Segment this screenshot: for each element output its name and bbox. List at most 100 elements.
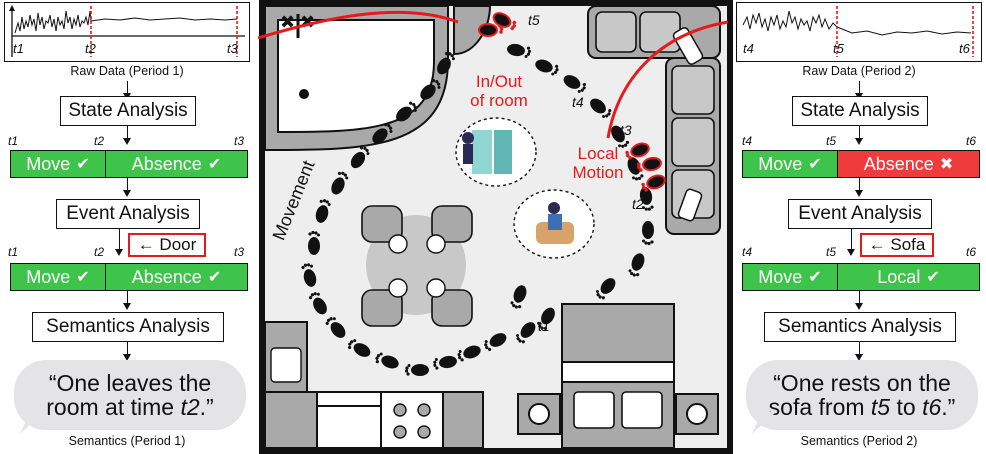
- room-t2-label: t2: [632, 196, 644, 212]
- raw-data-caption: Raw Data (Period 2): [802, 64, 916, 78]
- event-timeline-bar: Move ✔ Local ✔: [742, 263, 980, 291]
- flow-arrow: [854, 342, 863, 361]
- room-floor-plan: ✖ ✖: [258, 0, 734, 454]
- signal-t3-label: t3: [227, 41, 238, 56]
- event-door-note: ← Door: [128, 233, 206, 257]
- semantics-caption: Semantics (Period 1): [68, 434, 186, 448]
- signal-plot: [742, 6, 974, 57]
- bubble-text: room at time: [46, 394, 181, 420]
- bubble-line-2: sofa from t5 to t6.”: [769, 395, 956, 419]
- segment-label: Absence: [863, 153, 934, 174]
- check-icon: ✔: [207, 269, 222, 286]
- state-timeline-bar: Move ✔ Absence ✖: [742, 150, 980, 178]
- semantics-speech-bubble: “One leaves the room at time t2.”: [14, 360, 246, 430]
- state-t5-label: t5: [826, 134, 837, 148]
- check-icon: ✔: [207, 156, 222, 173]
- state-t4-label: t4: [742, 134, 753, 148]
- svg-text:✖: ✖: [280, 12, 295, 32]
- semantics-analysis-box: Semantics Analysis: [32, 312, 224, 342]
- check-icon: ✔: [76, 156, 90, 173]
- bubble-line-1: “One leaves the: [48, 370, 212, 396]
- signal-t6-label: t6: [959, 41, 970, 56]
- room-t1-label: t1: [538, 318, 550, 334]
- signal-t5-label: t5: [833, 41, 844, 56]
- bubble-line-1: “One rests on the: [773, 370, 951, 396]
- bubble-time: t5: [870, 394, 891, 420]
- bubble-tail: [752, 412, 776, 434]
- flow-arrow: [122, 342, 131, 361]
- signal-t1-label: t1: [13, 41, 24, 56]
- floor-plan-drawing: ✖ ✖: [258, 0, 733, 454]
- flow-arrow: [122, 126, 131, 145]
- label-line: of room: [470, 91, 528, 110]
- flow-arrow: [122, 81, 131, 100]
- state-analysis-box: State Analysis: [792, 96, 928, 126]
- segment-label: Absence: [131, 266, 202, 287]
- check-icon: ✔: [926, 269, 940, 286]
- check-icon: ✔: [808, 156, 822, 173]
- check-icon: ✔: [76, 269, 90, 286]
- raw-data-caption: Raw Data (Period 1): [70, 64, 184, 78]
- flow-arrow: [122, 291, 131, 310]
- check-icon: ✔: [808, 269, 822, 286]
- room-t5-label: t5: [528, 12, 540, 28]
- flow-arrow: [854, 291, 863, 310]
- bubble-line-2: room at time t2.”: [46, 395, 213, 419]
- cross-icon: ✖: [939, 156, 954, 173]
- bubble-text: .”: [941, 394, 956, 420]
- raw-signal-period-1: t1 t2 t3: [4, 2, 250, 62]
- segment-absence: Absence ✔: [105, 151, 247, 177]
- event-t5-label: t5: [826, 245, 837, 259]
- event-sofa-note: ← Sofa: [860, 233, 934, 257]
- event-t1-label: t1: [8, 245, 19, 259]
- room-t4-label: t4: [572, 94, 584, 110]
- flow-arrow: [854, 81, 863, 100]
- segment-absence: Absence ✖: [837, 151, 979, 177]
- bubble-time: t2: [180, 394, 200, 420]
- segment-local: Local ✔: [837, 264, 979, 290]
- event-timeline-bar: Move ✔ Absence ✔: [10, 263, 248, 291]
- segment-label: Move: [26, 266, 71, 287]
- flow-arrow: [846, 229, 855, 256]
- bubble-text: .”: [199, 394, 214, 420]
- state-t1-label: t1: [8, 134, 19, 148]
- signal-t2-label: t2: [85, 41, 96, 56]
- state-t6-label: t6: [966, 134, 977, 148]
- segment-absence: Absence ✔: [105, 264, 247, 290]
- label-line: In/Out: [475, 72, 523, 91]
- state-t2-label: t2: [94, 134, 105, 148]
- flow-arrow: [854, 178, 863, 197]
- bubble-text: sofa from: [768, 394, 871, 420]
- segment-move: Move ✔: [743, 264, 837, 290]
- semantics-caption: Semantics (Period 2): [800, 434, 918, 448]
- signal-t4-label: t4: [743, 41, 754, 56]
- flow-arrow: [114, 229, 123, 256]
- segment-label: Move: [758, 266, 803, 287]
- state-timeline-bar: Move ✔ Absence ✔: [10, 150, 248, 178]
- segment-label: Local: [877, 266, 921, 287]
- segment-label: Absence: [131, 153, 202, 174]
- semantics-analysis-box: Semantics Analysis: [764, 312, 956, 342]
- state-analysis-box: State Analysis: [60, 96, 196, 126]
- segment-move: Move ✔: [11, 264, 105, 290]
- bubble-tail: [20, 412, 44, 434]
- segment-move: Move ✔: [743, 151, 837, 177]
- room-t3-label: t3: [620, 122, 632, 138]
- flow-arrow: [122, 178, 131, 197]
- segment-move: Move ✔: [11, 151, 105, 177]
- bubble-time: t6: [922, 394, 942, 420]
- raw-signal-period-2: t4 t5 t6: [736, 2, 982, 62]
- event-t6-label: t6: [966, 245, 977, 259]
- label-line: Motion: [572, 163, 624, 182]
- event-analysis-box: Event Analysis: [788, 199, 932, 229]
- semantics-speech-bubble: “One rests on the sofa from t5 to t6.”: [746, 360, 978, 430]
- segment-label: Move: [758, 153, 803, 174]
- bubble-text: to: [890, 394, 923, 420]
- event-t3-label: t3: [234, 245, 245, 259]
- signal-plot: [9, 5, 245, 57]
- state-t3-label: t3: [234, 134, 245, 148]
- segment-label: Move: [26, 153, 71, 174]
- event-analysis-box: Event Analysis: [56, 199, 200, 229]
